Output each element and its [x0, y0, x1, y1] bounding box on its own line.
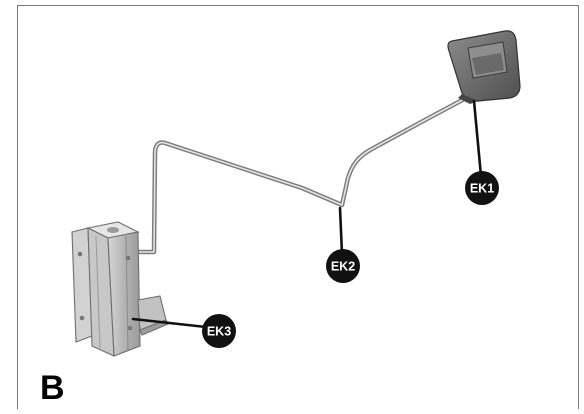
figure-label: B — [40, 369, 65, 407]
leader-lines — [131, 99, 483, 329]
callout-label-ek2: EK2 — [331, 260, 355, 274]
leader-ek3 — [131, 317, 208, 329]
mounting-bracket — [71, 221, 169, 357]
rod-assembly — [134, 94, 471, 255]
leader-ek1 — [472, 99, 483, 178]
callout-ek2: EK2 — [326, 249, 360, 283]
callout-label-ek3: EK3 — [207, 325, 231, 339]
callout-label-ek1: EK1 — [470, 182, 494, 196]
leader-ek2 — [338, 206, 344, 256]
callout-ek1: EK1 — [465, 171, 499, 205]
diagram-frame — [17, 5, 579, 409]
lamp-housing — [447, 30, 521, 104]
callout-ek3: EK3 — [202, 314, 236, 348]
